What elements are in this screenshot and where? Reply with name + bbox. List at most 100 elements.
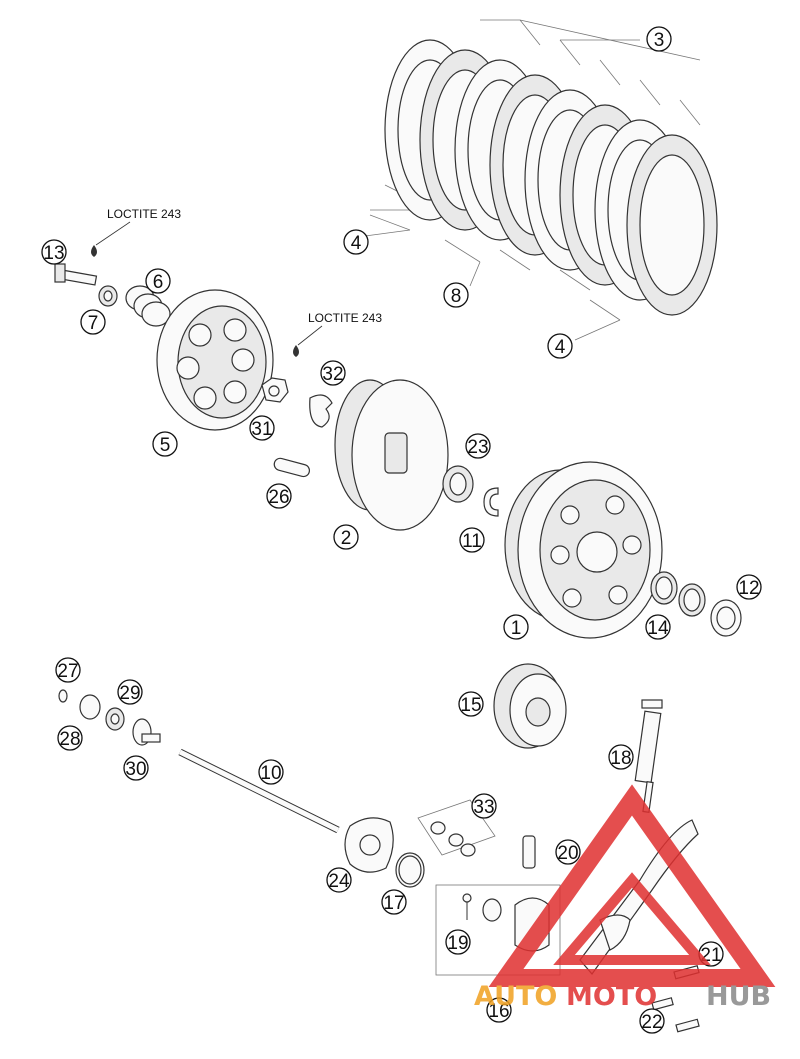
screw — [651, 997, 674, 1011]
svg-text:4: 4 — [351, 233, 362, 254]
callout-32: 32 — [320, 360, 346, 386]
svg-text:24: 24 — [328, 871, 350, 892]
loctite-label-nut: LOCTITE 243 — [293, 311, 382, 357]
inner-clutch-hub — [334, 379, 449, 531]
washer — [98, 285, 118, 307]
clutch-basket — [504, 461, 663, 639]
callout-19: 19 — [445, 929, 471, 955]
loctite-label-bolt: LOCTITE 243 — [91, 207, 181, 257]
callout-28: 28 — [57, 725, 83, 751]
callout-23: 23 — [465, 433, 491, 459]
callout-13: 13 — [41, 239, 67, 265]
kickstart-gear — [493, 663, 567, 749]
callout-33: 33 — [471, 793, 497, 819]
svg-text:20: 20 — [557, 843, 578, 864]
svg-text:19: 19 — [447, 933, 468, 954]
clutch-disc — [626, 134, 718, 316]
svg-text:18: 18 — [610, 748, 631, 769]
seal-ring — [105, 707, 125, 731]
spacer-washer — [710, 599, 742, 637]
bleed-valve — [522, 835, 536, 869]
clutch-spring — [125, 285, 171, 327]
pin — [273, 457, 311, 478]
washer — [79, 694, 101, 720]
callout-29: 29 — [117, 679, 143, 705]
hex-nut — [261, 377, 289, 403]
callout-3: 3 — [646, 26, 672, 52]
loctite-drop-icon — [91, 245, 97, 257]
seal-kit — [417, 799, 496, 857]
svg-text:11: 11 — [462, 531, 482, 552]
callout-30: 30 — [123, 755, 149, 781]
svg-text:5: 5 — [160, 435, 171, 456]
small-o-ring — [58, 689, 68, 703]
svg-text:3: 3 — [654, 30, 665, 51]
callout-24: 24 — [326, 867, 352, 893]
svg-text:4: 4 — [555, 337, 566, 358]
svg-text:17: 17 — [383, 893, 404, 914]
svg-text:12: 12 — [738, 578, 759, 599]
svg-text:15: 15 — [460, 695, 481, 716]
callout-8: 8 — [443, 282, 469, 308]
watermark-auto: AUTO — [474, 981, 557, 1012]
svg-text:30: 30 — [125, 759, 146, 780]
push-rod — [178, 748, 340, 834]
callout-27: 27 — [55, 657, 81, 683]
thrust-washer — [442, 465, 474, 503]
svg-text:13: 13 — [43, 243, 64, 264]
svg-text:22: 22 — [641, 1012, 662, 1033]
watermark-moto: MOTO — [566, 981, 657, 1012]
callout-7: 7 — [80, 309, 106, 335]
gasket — [344, 817, 394, 873]
watermark-logo-icon — [488, 784, 776, 987]
callout-6: 6 — [145, 268, 171, 294]
callout-12: 12 — [736, 574, 762, 600]
automotohub-watermark: AUTO MOTO HUB — [474, 784, 776, 1012]
svg-text:2: 2 — [341, 528, 352, 549]
pressure-piece — [132, 718, 161, 746]
svg-text:LOCTITE 243: LOCTITE 243 — [308, 311, 382, 325]
circlip — [483, 487, 499, 517]
callout-14: 14 — [645, 614, 671, 640]
svg-text:32: 32 — [322, 364, 343, 385]
o-ring — [395, 852, 425, 888]
svg-text:27: 27 — [57, 661, 78, 682]
needle-bearing — [678, 583, 706, 617]
lock-washer — [309, 394, 333, 428]
callout-4b: 4 — [547, 333, 573, 359]
svg-text:10: 10 — [260, 763, 281, 784]
clutch-plate-stack — [349, 19, 718, 341]
svg-text:29: 29 — [119, 683, 140, 704]
svg-text:26: 26 — [268, 487, 289, 508]
svg-text:33: 33 — [473, 797, 494, 818]
screw — [675, 1018, 700, 1033]
callout-4a: 4 — [343, 229, 369, 255]
needle-bearing — [650, 571, 678, 605]
callout-22: 22 — [639, 1008, 665, 1034]
callout-11: 11 — [459, 527, 485, 553]
pressure-plate — [156, 289, 274, 431]
callouts: 1 2 3 4 4 5 6 7 8 10 11 12 13 14 15 16 1… — [41, 26, 762, 1034]
svg-text:14: 14 — [647, 618, 669, 639]
callout-20: 20 — [555, 839, 581, 865]
svg-text:8: 8 — [451, 286, 462, 307]
callout-5: 5 — [152, 431, 178, 457]
svg-text:31: 31 — [251, 419, 272, 440]
svg-text:1: 1 — [511, 618, 522, 639]
callout-1: 1 — [503, 614, 529, 640]
callout-26: 26 — [266, 483, 292, 509]
svg-text:7: 7 — [88, 313, 99, 334]
svg-text:28: 28 — [59, 729, 80, 750]
bolt — [54, 263, 98, 286]
svg-text:16: 16 — [488, 1001, 509, 1022]
svg-text:6: 6 — [153, 272, 164, 293]
callout-10: 10 — [258, 759, 284, 785]
watermark-hub: HUB — [706, 981, 771, 1012]
callout-16: 16 — [486, 997, 512, 1023]
svg-text:LOCTITE 243: LOCTITE 243 — [107, 207, 181, 221]
callout-17: 17 — [381, 889, 407, 915]
callout-18: 18 — [608, 744, 634, 770]
callout-15: 15 — [458, 691, 484, 717]
svg-text:23: 23 — [467, 437, 488, 458]
